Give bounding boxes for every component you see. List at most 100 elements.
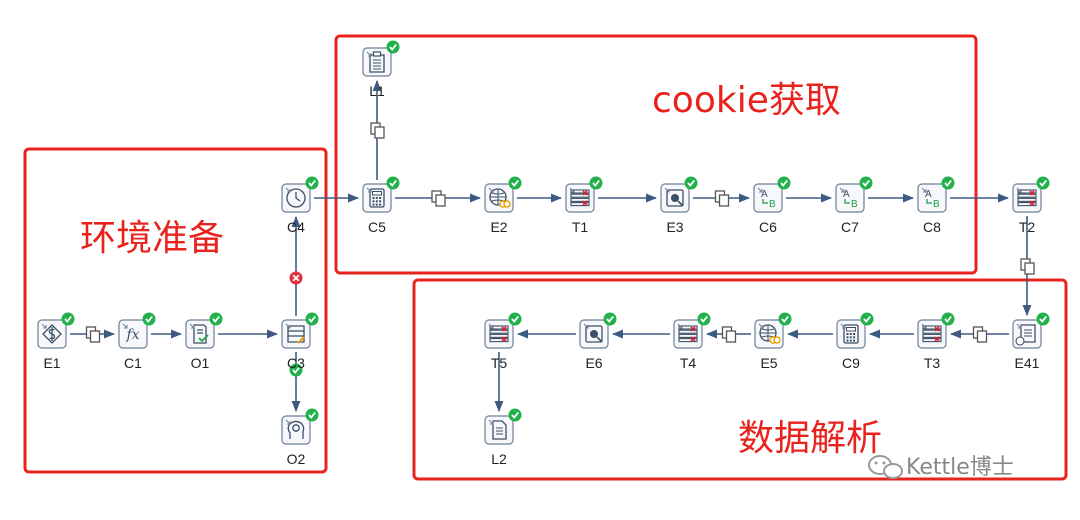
hop-E3-C6[interactable] <box>693 190 751 207</box>
copy-icon <box>431 190 446 207</box>
step-label: O1 <box>191 355 210 371</box>
step-T4[interactable]: T4 <box>673 312 711 372</box>
step-label: L1 <box>369 83 385 99</box>
step-T1[interactable]: T1 <box>565 176 603 236</box>
hop-T2-E41[interactable] <box>1020 216 1035 317</box>
svg-text:fx: fx <box>125 327 139 343</box>
ab-icon: AB <box>843 189 858 210</box>
success-check-icon <box>697 312 711 326</box>
hop-C3-C4[interactable] <box>289 215 303 316</box>
step-C9[interactable]: C9 <box>836 312 874 372</box>
image-icon <box>666 189 684 207</box>
success-check-icon <box>603 312 617 326</box>
hop-layer <box>70 79 1035 413</box>
step-label: E41 <box>1015 355 1040 371</box>
copy-icon <box>85 326 101 343</box>
step-C5[interactable]: C5 <box>362 176 400 236</box>
success-check-icon <box>778 312 792 326</box>
success-check-icon <box>860 312 874 326</box>
success-check-icon <box>61 312 75 326</box>
step-C6[interactable]: AB C6 <box>753 176 791 236</box>
dollar-icon <box>42 324 62 344</box>
step-C7[interactable]: AB C7 <box>835 176 873 236</box>
wechat-icon <box>868 455 903 479</box>
success-check-icon <box>142 312 156 326</box>
success-check-icon <box>386 176 400 190</box>
error-hop-icon <box>289 271 303 285</box>
step-E6[interactable]: E6 <box>579 312 617 372</box>
group-title-cookie: cookie获取 <box>652 80 841 121</box>
success-check-icon <box>684 176 698 190</box>
step-E3[interactable]: E3 <box>660 176 698 236</box>
step-label: E2 <box>490 219 507 235</box>
step-label: C9 <box>842 355 860 371</box>
success-check-icon <box>508 312 522 326</box>
hop-E5-T4[interactable] <box>705 326 751 343</box>
table-x-icon <box>1017 189 1037 207</box>
step-C3[interactable]: C3 <box>281 312 319 372</box>
copy-icon <box>721 326 737 343</box>
step-E2[interactable]: E2 <box>484 176 522 236</box>
clipboard-icon <box>369 51 385 73</box>
table-x-icon <box>570 189 590 207</box>
step-L2[interactable]: L2 <box>484 408 522 468</box>
success-check-icon <box>941 176 955 190</box>
watermark: Kettle博士 <box>868 455 1014 480</box>
step-label: T1 <box>572 219 589 235</box>
step-label: C8 <box>923 219 941 235</box>
hop-E1-C1[interactable] <box>70 326 116 343</box>
hop-C5-E2[interactable] <box>395 190 482 207</box>
step-L1[interactable]: L1 <box>362 40 400 100</box>
success-check-icon <box>508 408 522 422</box>
step-E41[interactable]: E41 <box>1012 312 1050 372</box>
step-T2[interactable]: T2 <box>1012 176 1050 236</box>
step-label: C3 <box>287 355 305 371</box>
success-check-icon <box>305 176 319 190</box>
step-C4[interactable]: C4 <box>281 176 319 236</box>
success-check-icon <box>859 176 873 190</box>
group-title-env: 环境准备 <box>80 218 224 259</box>
group-frame-cookie <box>334 34 978 275</box>
step-label: C5 <box>368 219 386 235</box>
success-check-icon <box>209 312 223 326</box>
success-check-icon <box>305 408 319 422</box>
success-check-icon <box>589 176 603 190</box>
step-E5[interactable]: E5 <box>754 312 792 372</box>
step-label: E5 <box>760 355 777 371</box>
step-label: C7 <box>841 219 859 235</box>
image-icon <box>585 325 603 343</box>
step-T3[interactable]: T3 <box>917 312 955 372</box>
step-label: O2 <box>287 451 306 467</box>
ab-icon: AB <box>761 189 776 210</box>
doc-check-icon <box>193 324 209 344</box>
success-check-icon <box>777 176 791 190</box>
step-O1[interactable]: O1 <box>185 312 223 372</box>
group-title-parse: 数据解析 <box>738 418 882 459</box>
step-label: E1 <box>43 355 60 371</box>
hop-C5-L1[interactable] <box>370 79 385 180</box>
step-label: C6 <box>759 219 777 235</box>
step-E1[interactable]: E1 <box>37 312 75 372</box>
calc-icon <box>843 324 859 344</box>
step-label: C1 <box>124 355 142 371</box>
head-icon <box>287 420 305 439</box>
hop-C3-O2[interactable] <box>289 352 303 413</box>
table-x-icon <box>922 325 942 343</box>
svg-text:A: A <box>843 189 850 200</box>
group-frame-parse <box>412 278 1068 481</box>
step-O2[interactable]: O2 <box>281 408 319 468</box>
copy-icon <box>1020 258 1035 275</box>
success-check-icon <box>305 312 319 326</box>
svg-text:B: B <box>769 199 776 210</box>
success-check-icon <box>1036 176 1050 190</box>
step-C8[interactable]: AB C8 <box>917 176 955 236</box>
web-icon <box>759 324 781 344</box>
step-T5[interactable]: T5 <box>484 312 522 372</box>
ab-icon: AB <box>925 189 940 210</box>
svg-text:B: B <box>933 199 940 210</box>
hop-E41-T3[interactable] <box>949 326 1009 343</box>
success-check-icon <box>386 40 400 54</box>
